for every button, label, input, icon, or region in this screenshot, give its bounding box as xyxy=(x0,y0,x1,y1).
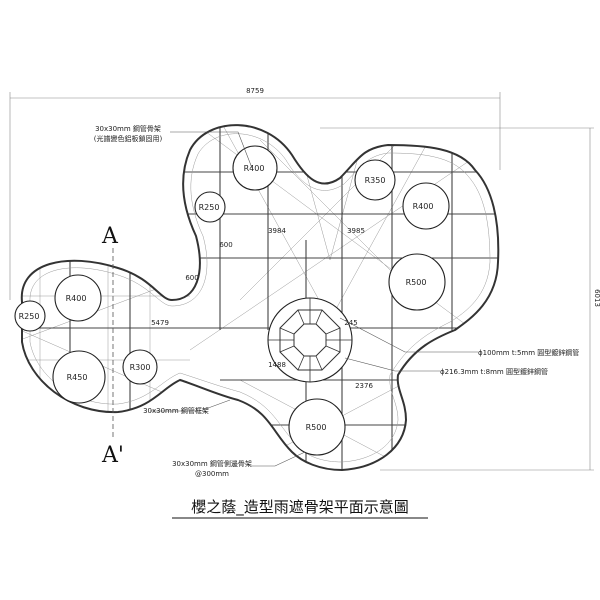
opening-r400-left xyxy=(54,274,102,322)
dim-overall-height: 6013 xyxy=(593,289,600,307)
section-a-prime: A' xyxy=(101,443,124,468)
opening-r350 xyxy=(354,159,396,201)
label-r500-right: R500 xyxy=(406,278,427,287)
label-r400-right: R400 xyxy=(413,202,434,211)
opening-r250-left xyxy=(14,300,46,332)
opening-r400-top xyxy=(232,145,278,191)
dim-overall-width: 8759 xyxy=(246,87,264,95)
label-r350: R350 xyxy=(365,176,386,185)
canopy-outline xyxy=(20,124,500,472)
label-r250-top: R250 xyxy=(199,203,220,212)
opening-r450 xyxy=(52,350,106,404)
section-marks: A A' xyxy=(101,224,124,468)
opening-r500-bottom xyxy=(288,398,346,456)
radius-labels: R400 R250 R350 R400 R500 R400 R250 R450 … xyxy=(19,164,434,432)
section-a: A xyxy=(101,224,119,249)
dim-245: 245 xyxy=(344,319,357,327)
label-r400-left: R400 xyxy=(66,294,87,303)
dimension-labels: 8759 6013 3984 3985 600 600 5479 245 148… xyxy=(151,87,600,390)
dim-1488: 1488 xyxy=(268,361,286,369)
note-edge-2: @300mm xyxy=(195,470,229,478)
dim-600-a: 600 xyxy=(219,241,232,249)
central-column xyxy=(267,297,353,383)
notes: 30x30mm 鋼管骨架 (光譜變色鋁板鎖固用) 30x30mm 鋼管框架 30… xyxy=(94,124,580,478)
dim-2376: 2376 xyxy=(355,382,373,390)
note-pipe-216: ϕ216.3mm t:8mm 圓型鍍鋅鋼管 xyxy=(440,367,548,376)
dimension-lines xyxy=(9,92,594,471)
dim-3984: 3984 xyxy=(268,227,286,235)
note-frame: 30x30mm 鋼管框架 xyxy=(143,406,209,415)
title-text: 櫻之蔭_造型雨遮骨架平面示意圖 xyxy=(191,498,409,517)
openings xyxy=(14,145,450,456)
label-r450: R450 xyxy=(67,373,88,382)
dim-3985: 3985 xyxy=(347,227,365,235)
leader-lines xyxy=(150,131,478,467)
opening-r300 xyxy=(122,349,158,385)
opening-r250-top xyxy=(194,191,226,223)
dim-600-b: 600 xyxy=(185,274,198,282)
label-r300: R300 xyxy=(130,363,151,372)
note-edge-1: 30x30mm 鋼管側邊骨架 xyxy=(172,459,252,468)
label-r500-bottom: R500 xyxy=(306,423,327,432)
drawing-title: 櫻之蔭_造型雨遮骨架平面示意圖 xyxy=(172,498,428,519)
canopy-inner-outline xyxy=(29,133,491,463)
opening-r400-right xyxy=(402,182,450,230)
opening-r500-right xyxy=(388,253,446,311)
note-top-frame-1: 30x30mm 鋼管骨架 xyxy=(95,124,161,133)
note-top-frame-2: (光譜變色鋁板鎖固用) xyxy=(94,134,163,143)
label-r250-left: R250 xyxy=(19,312,40,321)
dim-5479: 5479 xyxy=(151,319,169,327)
label-r400-top: R400 xyxy=(244,164,265,173)
note-pipe-100: ϕ100mm t:5mm 圓型鍍鋅鋼管 xyxy=(478,348,579,357)
